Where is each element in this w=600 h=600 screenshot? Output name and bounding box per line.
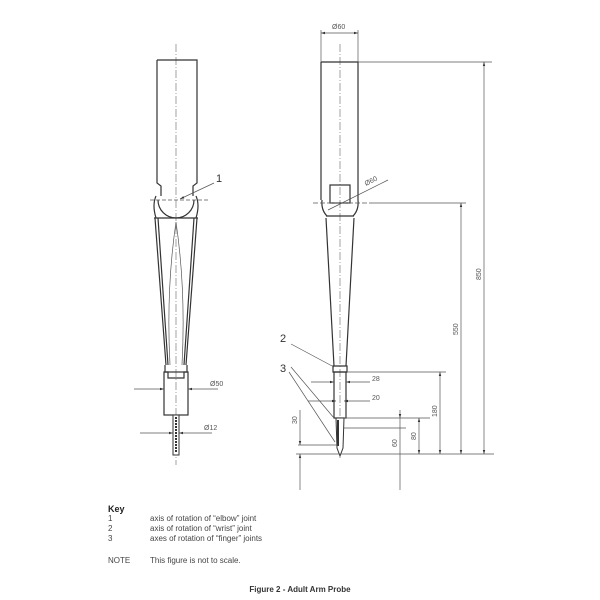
dim-wrist-to-tip: 180 <box>432 405 439 417</box>
key-item-number: 3 <box>108 534 113 543</box>
dim-finger-joint-spacing: 30 <box>292 416 299 424</box>
label-1: 1 <box>216 173 222 185</box>
dim-wrist-width-inner: 20 <box>372 395 380 402</box>
key-item-number: 1 <box>108 514 113 523</box>
dim-finger-diameter: Ø12 <box>204 425 217 432</box>
dim-finger-length: 60 <box>392 439 399 447</box>
key-item-text: axis of rotation of “wrist” joint <box>150 524 252 533</box>
note-label: NOTE <box>108 556 131 565</box>
front-view: Ø50 Ø12 1 <box>134 44 223 465</box>
key-item-text: axes of rotation of “finger” joints <box>150 534 263 543</box>
key-item: 2 axis of rotation of “wrist” joint <box>108 524 262 534</box>
note: NOTE This figure is not to scale. <box>108 556 241 565</box>
dim-total-length: 850 <box>476 268 483 280</box>
dim-elbow-to-tip: 550 <box>453 323 460 335</box>
key-item-text: axis of rotation of “elbow” joint <box>150 514 257 523</box>
figure-caption: Figure 2 - Adult Arm Probe <box>249 585 351 594</box>
key-item: 1 axis of rotation of “elbow” joint <box>108 514 262 524</box>
label-2: 2 <box>280 333 286 345</box>
dim-finger-upper-to-tip: 80 <box>411 432 418 440</box>
dim-upper-arm-diameter: Ø60 <box>332 24 345 31</box>
label-3: 3 <box>280 363 286 375</box>
key-item-number: 2 <box>108 524 113 533</box>
key-legend: Key 1 axis of rotation of “elbow” joint … <box>108 504 262 544</box>
key-title: Key <box>108 504 125 514</box>
dim-wrist-width-outer: 28 <box>372 376 380 383</box>
note-text: This figure is not to scale. <box>150 556 241 565</box>
key-item: 3 axes of rotation of “finger” joints <box>108 534 262 544</box>
dim-wrist-diameter: Ø50 <box>210 381 223 388</box>
side-view: Ø60 Ø60 850 550 180 28 <box>280 24 494 490</box>
